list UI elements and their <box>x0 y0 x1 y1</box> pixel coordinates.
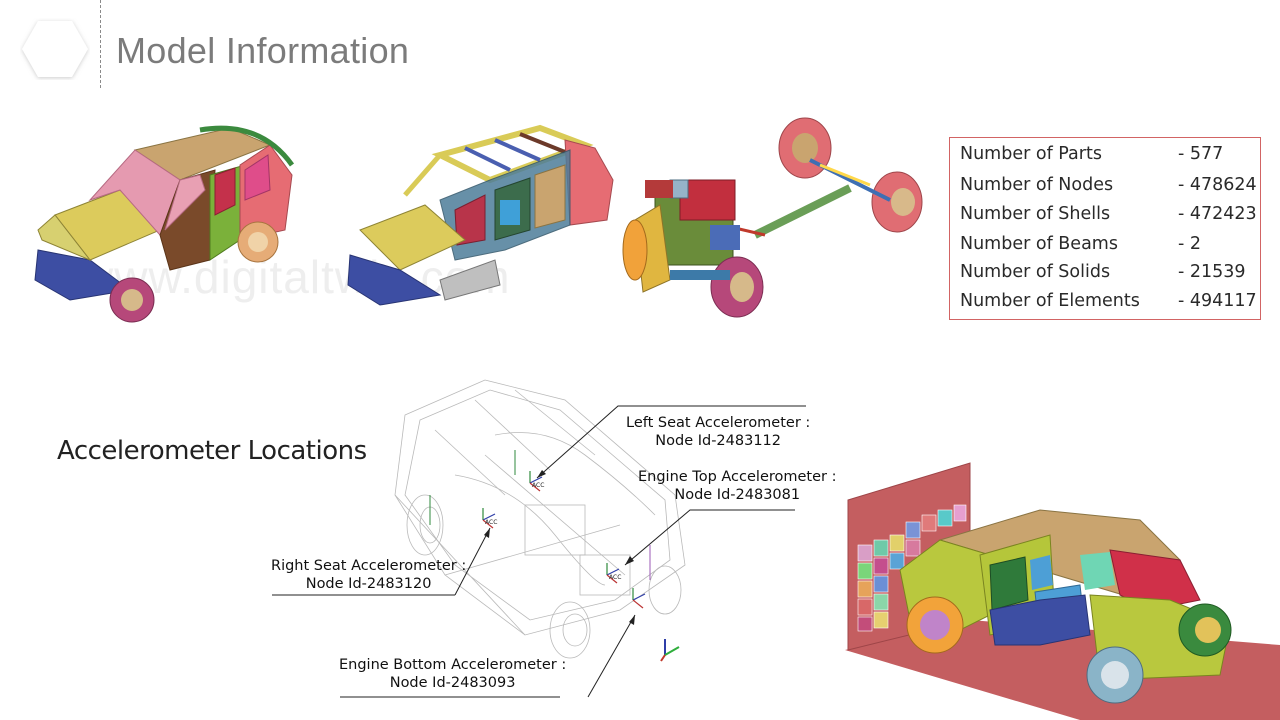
info-value: - 21539 <box>1178 262 1246 282</box>
callout-node-id: Node Id-2483093 <box>389 675 516 691</box>
hexagon-logo-icon <box>22 21 88 77</box>
vehicle-chassis-model <box>622 117 923 318</box>
info-value: - 494117 <box>1178 291 1257 311</box>
callout-title: Left Seat Accelerometer : <box>626 415 811 431</box>
wireframe-vehicle-diagram: ACC ACC ACC <box>394 379 686 662</box>
info-value: - 2 <box>1178 234 1202 254</box>
callout-node-id: Node Id-2483120 <box>305 576 432 592</box>
page-title: Model Information <box>116 30 410 71</box>
callout-title: Engine Top Accelerometer : <box>638 469 837 485</box>
svg-text:ACC: ACC <box>609 574 621 581</box>
section-heading: Accelerometer Locations <box>57 436 367 466</box>
engine-top-accelerometer-callout: Engine Top Accelerometer : Node Id-24830… <box>638 468 836 504</box>
callout-node-id: Node Id-2483112 <box>655 433 782 449</box>
info-label: Number of Elements <box>960 291 1140 311</box>
crash-barrier-scene <box>845 462 1280 720</box>
callout-title: Right Seat Accelerometer : <box>271 558 467 574</box>
vehicle-body-structure-model <box>347 124 614 306</box>
callout-title: Engine Bottom Accelerometer : <box>339 657 567 673</box>
info-label: Number of Parts <box>960 144 1102 164</box>
svg-text:ACC: ACC <box>532 482 544 489</box>
svg-text:ACC: ACC <box>485 519 497 526</box>
info-value: - 577 <box>1178 144 1224 164</box>
header-divider <box>100 0 101 88</box>
engine-bottom-accelerometer-callout: Engine Bottom Accelerometer : Node Id-24… <box>339 656 566 692</box>
right-seat-accelerometer-callout: Right Seat Accelerometer : Node Id-24831… <box>271 557 466 593</box>
vehicle-exterior-model <box>34 125 295 323</box>
info-value: - 472423 <box>1178 204 1257 224</box>
info-label: Number of Solids <box>960 262 1111 282</box>
model-info-table: Number of Parts - 577 Number of Nodes - … <box>949 137 1261 320</box>
info-label: Number of Shells <box>960 204 1111 224</box>
info-label: Number of Nodes <box>960 175 1114 195</box>
left-seat-accelerometer-callout: Left Seat Accelerometer : Node Id-248311… <box>626 414 810 450</box>
info-label: Number of Beams <box>960 234 1118 254</box>
info-value: - 478624 <box>1178 175 1257 195</box>
callout-node-id: Node Id-2483081 <box>674 487 801 503</box>
